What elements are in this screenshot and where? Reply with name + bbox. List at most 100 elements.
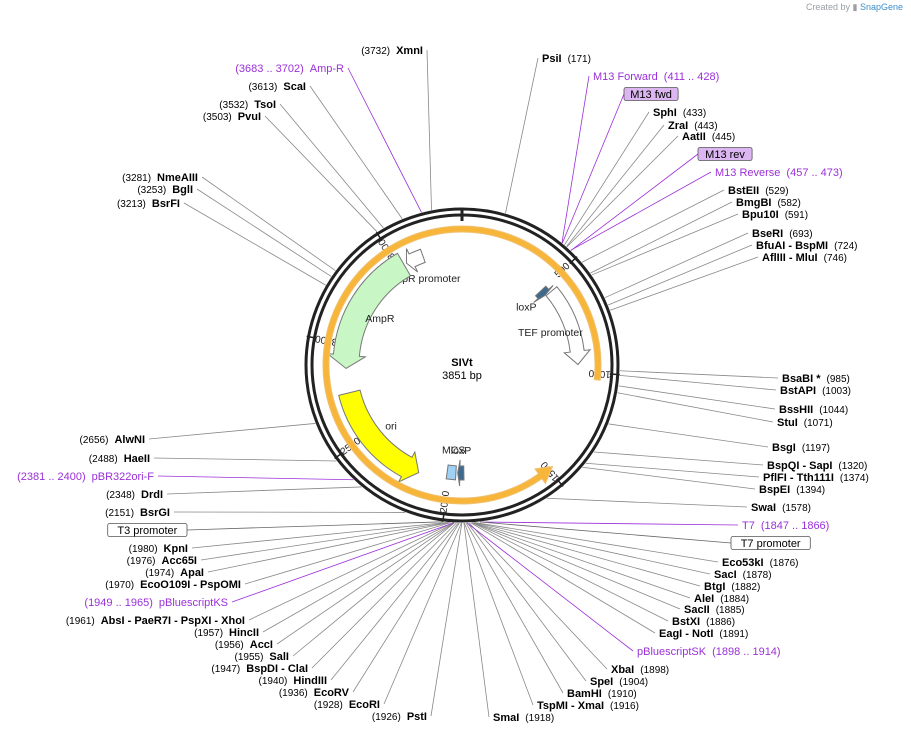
site-scai[interactable]: (3613)ScaI [248,81,306,93]
box-m13-fwd[interactable] [623,87,679,101]
site-labels: PsiI(171) SphI(433)ZraI(443)AatII(445) Bst… [17,45,869,724]
site-bfuai[interactable]: BfuAI - BspMI(724) [756,240,857,252]
leader-bspei [582,466,756,490]
leader-pbluescriptks [231,522,455,603]
site-bamhi[interactable]: BamHI(1910) [567,688,637,700]
site-pvui[interactable]: (3503)PvuI [203,111,261,123]
leader-absi [248,522,454,621]
leader-bspqi [593,451,764,466]
site-stui[interactable]: StuI(1071) [777,417,833,429]
site-kpni[interactable]: (1980)KpnI [129,543,188,555]
site-tsoi[interactable]: (3532)TsoI [219,99,276,111]
site-ecoo109i[interactable]: (1970)EcoO109I - PspOMI [105,579,241,591]
site-bspdi[interactable]: (1947)BspDI - ClaI [211,663,308,675]
site-absi[interactable]: (1961)AbsI - PaeR7I - PspXI - XhoI [66,615,245,627]
site-bspqi[interactable]: BspQI - SapI(1320) [767,460,867,472]
site-ecorv[interactable]: (1936)EcoRV [279,687,350,699]
leader-xbai [468,522,608,670]
leader-m13 [561,75,590,243]
site-bmgbi[interactable]: BmgBI(582) [736,197,801,209]
site-psti[interactable]: (1926)PstI [372,711,427,723]
primer-pbluescriptsk[interactable]: pBluescriptSK(1898 .. 1914) [637,646,781,658]
site-sali[interactable]: (1955)SalI [235,651,289,663]
site-eco53ki[interactable]: Eco53kI(1876) [722,557,799,569]
site-sacii[interactable]: SacII(1885) [684,604,745,616]
leader-t3-promoter [186,521,443,531]
site-smai[interactable]: SmaI(1918) [493,712,554,724]
site-swai[interactable]: SwaI(1578) [751,502,811,514]
leader-t7-promoter [480,521,732,544]
feature-orange_cds[interactable] [322,225,602,505]
primer-pbr322ori-f[interactable]: (2381 .. 2400)pBR322ori-F [17,471,154,483]
snapgene-brand-text: SnapGene [859,2,903,12]
leader-bsgi [608,423,769,448]
leader-ecorv [352,522,460,693]
site-bseri[interactable]: BseRI(693) [752,228,813,240]
primer-amp-r[interactable]: (3683 .. 3702)Amp-R [235,63,344,75]
site-spei[interactable]: SpeI(1904) [590,676,648,688]
feature-loxp_bottom[interactable] [457,459,465,487]
leader-bsteii [581,189,725,263]
site-alwni[interactable]: (2656)AlwNI [80,434,145,446]
site-bsteii[interactable]: BstEII(529) [728,185,789,197]
box-m13-rev[interactable] [697,147,753,161]
site-tspmi[interactable]: TspMI - XmaI(1916) [537,700,639,712]
site-haeii[interactable]: (2488)HaeII [89,453,150,465]
site-bsrfi[interactable]: (3213)BsrFI [117,198,180,210]
leader-m13 [570,171,712,251]
site-drdi[interactable]: (2348)DrdI [106,489,163,501]
site-acc65i[interactable]: (1976)Acc65I [127,555,197,567]
feature-ampr_promoter[interactable] [405,248,426,273]
site-bgli[interactable]: (3253)BglI [137,184,193,196]
feature-tef_promoter[interactable] [545,286,592,366]
site-zrai[interactable]: ZraI(443) [668,120,718,132]
leader-acci [276,522,455,645]
site-bsrgi[interactable]: (2151)BsrGI [105,507,170,519]
site-ecori[interactable]: (1928)EcoRI [314,699,380,711]
site-saci[interactable]: SacI(1878) [714,569,772,581]
site-bstxi[interactable]: BstXI(1886) [672,616,735,628]
site-pflfi[interactable]: PflFI - Tth111I(1374) [763,472,869,484]
feature-label-mcs: MCS [442,444,465,456]
feature-mcs[interactable] [445,464,457,481]
leader-t7 [479,521,739,526]
site-psii[interactable]: PsiI(171) [542,53,591,65]
site-btgi[interactable]: BtgI(1882) [704,581,760,593]
leader-pflfi [585,462,760,478]
site-bspei[interactable]: BspEI(1394) [759,484,825,496]
site-alei[interactable]: AleI(1884) [694,593,749,605]
site-bsshii[interactable]: BssHII(1044) [779,404,848,416]
site-eagi[interactable]: EagI - NotI(1891) [659,628,748,640]
box-t7-promoter[interactable] [730,536,811,550]
site-xbai[interactable]: XbaI(1898) [611,664,669,676]
site-apai[interactable]: (1974)ApaI [145,567,204,579]
leader-amp-r [347,67,422,213]
primer-pbluescriptks[interactable]: (1949 .. 1965)pBluescriptKS [84,597,228,609]
leader-saci [474,522,711,575]
site-nmeaiii[interactable]: (3281)NmeAIII [122,172,198,184]
site-afliii[interactable]: AflIII - MluI(746) [762,252,847,264]
snapgene-branding: Created by ▮ SnapGene [806,2,903,13]
site-sphi[interactable]: SphI(433) [653,107,706,119]
site-bsabi[interactable]: BsaBI *(985) [782,373,850,385]
site-xmni[interactable]: (3732)XmnI [361,45,423,57]
box-t3-promoter[interactable] [107,523,188,537]
primer-m13[interactable]: M13 Forward(411 .. 428) [593,71,719,83]
tick-mark-2500 [334,452,344,460]
leader-acc65i [200,522,450,561]
tick-mark-1000 [609,373,620,376]
feature-ampr[interactable] [325,252,412,370]
primer-m13[interactable]: M13 Reverse(457 .. 473) [715,167,843,179]
feature-ori[interactable] [338,389,420,484]
site-acci[interactable]: (1956)AccI [215,639,273,651]
site-hindiii[interactable]: (1940)HindIII [258,675,327,687]
site-bsgi[interactable]: BsgI(1197) [772,442,830,454]
site-bstapi[interactable]: BstAPI(1003) [780,385,851,397]
site-hincii[interactable]: (1957)HincII [194,627,259,639]
site-bpu10i[interactable]: Bpu10I(591) [742,209,808,221]
primer-t7[interactable]: T7(1847 .. 1866) [742,520,829,532]
box-label-t7-promoter: T7 promoter [741,538,801,550]
leader-bfuai [608,244,753,306]
feature-loxp_top[interactable] [533,285,554,303]
site-aatii[interactable]: AatII(445) [682,131,735,143]
